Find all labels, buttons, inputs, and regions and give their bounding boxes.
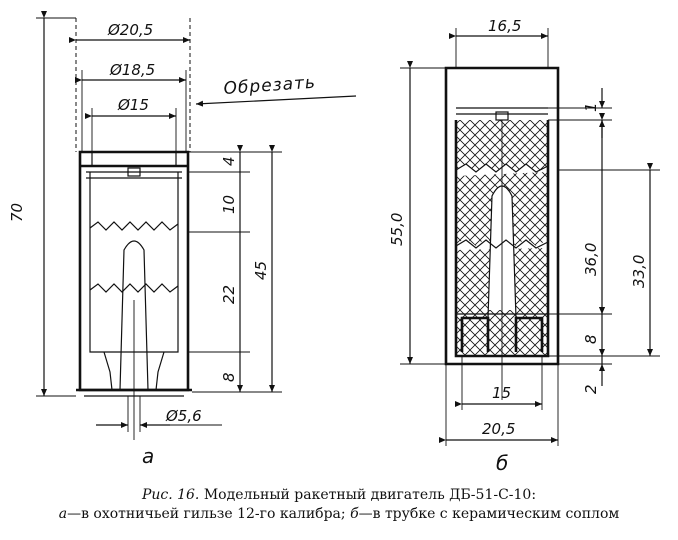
dim-b-total-height: 55,0: [388, 213, 406, 246]
dim-b-h8: 8: [582, 334, 600, 344]
dim-b-h2: 2: [582, 384, 600, 394]
dim-b-inner-width: 15: [492, 384, 511, 402]
caption-a-text: —в охотничьей гильзе 12-го калибра;: [67, 506, 351, 522]
dim-a-outer-diameter: Ø20,5: [107, 21, 153, 39]
caption-title: Модельный ракетный двигатель ДБ-51-С-10:: [199, 487, 537, 503]
figure-a-drawing: [36, 11, 357, 440]
dim-a-nozzle-diameter: Ø5,6: [165, 407, 202, 425]
cut-label: Обрезать: [223, 73, 317, 99]
dim-b-top-width: 16,5: [488, 17, 521, 35]
dim-a-h22: 22: [220, 285, 238, 304]
caption-line-2: а—в охотничьей гильзе 12-го калибра; б—в…: [0, 505, 678, 524]
figure-b-label: б: [496, 451, 508, 475]
caption-figure-number: Рис. 16.: [141, 487, 200, 503]
caption-line-1: Рис. 16. Модельный ракетный двигатель ДБ…: [0, 486, 678, 505]
dim-a-total-height: 70: [8, 203, 26, 222]
dim-a-h4: 4: [220, 156, 238, 166]
dim-b-h33: 33,0: [630, 255, 648, 288]
caption-a-letter: а: [58, 506, 68, 522]
dim-b-h36: 36,0: [582, 243, 600, 276]
dim-b-h1: 1: [582, 102, 600, 112]
figure-a-label: а: [142, 444, 154, 468]
dim-a-h45: 45: [252, 261, 270, 280]
figure-b-drawing: [400, 28, 660, 446]
dim-a-inner-diameter: Ø15: [117, 96, 149, 114]
dim-b-outer-width: 20,5: [482, 420, 515, 438]
caption-b-letter: б: [350, 506, 359, 522]
figure-caption: Рис. 16. Модельный ракетный двигатель ДБ…: [0, 486, 678, 524]
dim-a-h10: 10: [220, 195, 238, 214]
dim-a-h8: 8: [220, 372, 238, 382]
dim-a-mid-diameter: Ø18,5: [109, 61, 155, 79]
caption-b-text: —в трубке с керамическим соплом: [358, 506, 620, 522]
